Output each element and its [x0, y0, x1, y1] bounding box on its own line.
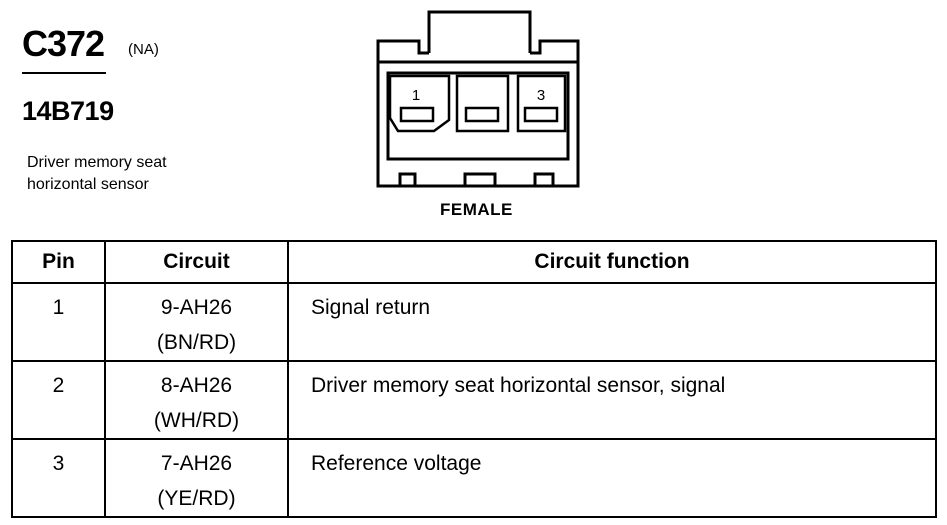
wire-color: (BN/RD) — [156, 331, 237, 354]
cavity-3-terminal — [523, 106, 559, 123]
connector-housing — [376, 39, 580, 188]
table-header-row: Pin Circuit Circuit function — [11, 240, 937, 284]
connector-description: Driver memory seat horizontal sensor — [27, 152, 227, 196]
circuit-cell: 9-AH26 (BN/RD) — [104, 282, 289, 362]
circuit-cell: 7-AH26 (YE/RD) — [104, 438, 289, 518]
connector-face-diagram: 1 3 — [376, 10, 580, 188]
cavity-3 — [516, 74, 567, 133]
wire-color: (YE/RD) — [157, 487, 236, 510]
column-header-function: Circuit function — [287, 240, 937, 284]
bottom-keys — [398, 172, 555, 186]
circuit-cell: 8-AH26 (WH/RD) — [104, 360, 289, 440]
table-row: 3 7-AH26 (YE/RD) Reference voltage — [11, 438, 937, 518]
description-line-2: horizontal sensor — [27, 176, 149, 193]
pin-table: Pin Circuit Circuit function 1 9-AH26 (B… — [11, 240, 937, 518]
cavity-1-terminal — [399, 106, 435, 123]
circuit-number: 7-AH26 — [160, 452, 233, 475]
cavity-1 — [388, 74, 451, 133]
connector-id: C372 — [22, 23, 105, 64]
pin-cell: 2 — [11, 360, 106, 440]
connector-gender-label: FEMALE — [440, 200, 513, 219]
part-number: 14B719 — [22, 96, 114, 126]
cavity-2 — [455, 74, 510, 133]
function-cell: Signal return — [287, 282, 937, 362]
cavity-2-terminal — [464, 106, 500, 123]
cavity-label-1: 1 — [412, 87, 420, 104]
description-line-1: Driver memory seat — [27, 154, 167, 171]
function-cell: Driver memory seat horizontal sensor, si… — [287, 360, 937, 440]
circuit-number: 9-AH26 — [160, 296, 233, 319]
circuit-number: 8-AH26 — [160, 374, 233, 397]
pin-cell: 3 — [11, 438, 106, 518]
cavity-block — [386, 71, 570, 161]
pin-cell: 1 — [11, 282, 106, 362]
function-cell: Reference voltage — [287, 438, 937, 518]
table-row: 1 9-AH26 (BN/RD) Signal return — [11, 282, 937, 362]
title-underline — [22, 72, 106, 74]
table-row: 2 8-AH26 (WH/RD) Driver memory seat hori… — [11, 360, 937, 440]
connector-latch — [427, 10, 532, 53]
cavity-label-3: 3 — [537, 87, 545, 104]
wire-color: (WH/RD) — [153, 409, 240, 432]
column-header-circuit: Circuit — [104, 240, 289, 284]
connector-note: (NA) — [128, 41, 159, 58]
column-header-pin: Pin — [11, 240, 106, 284]
